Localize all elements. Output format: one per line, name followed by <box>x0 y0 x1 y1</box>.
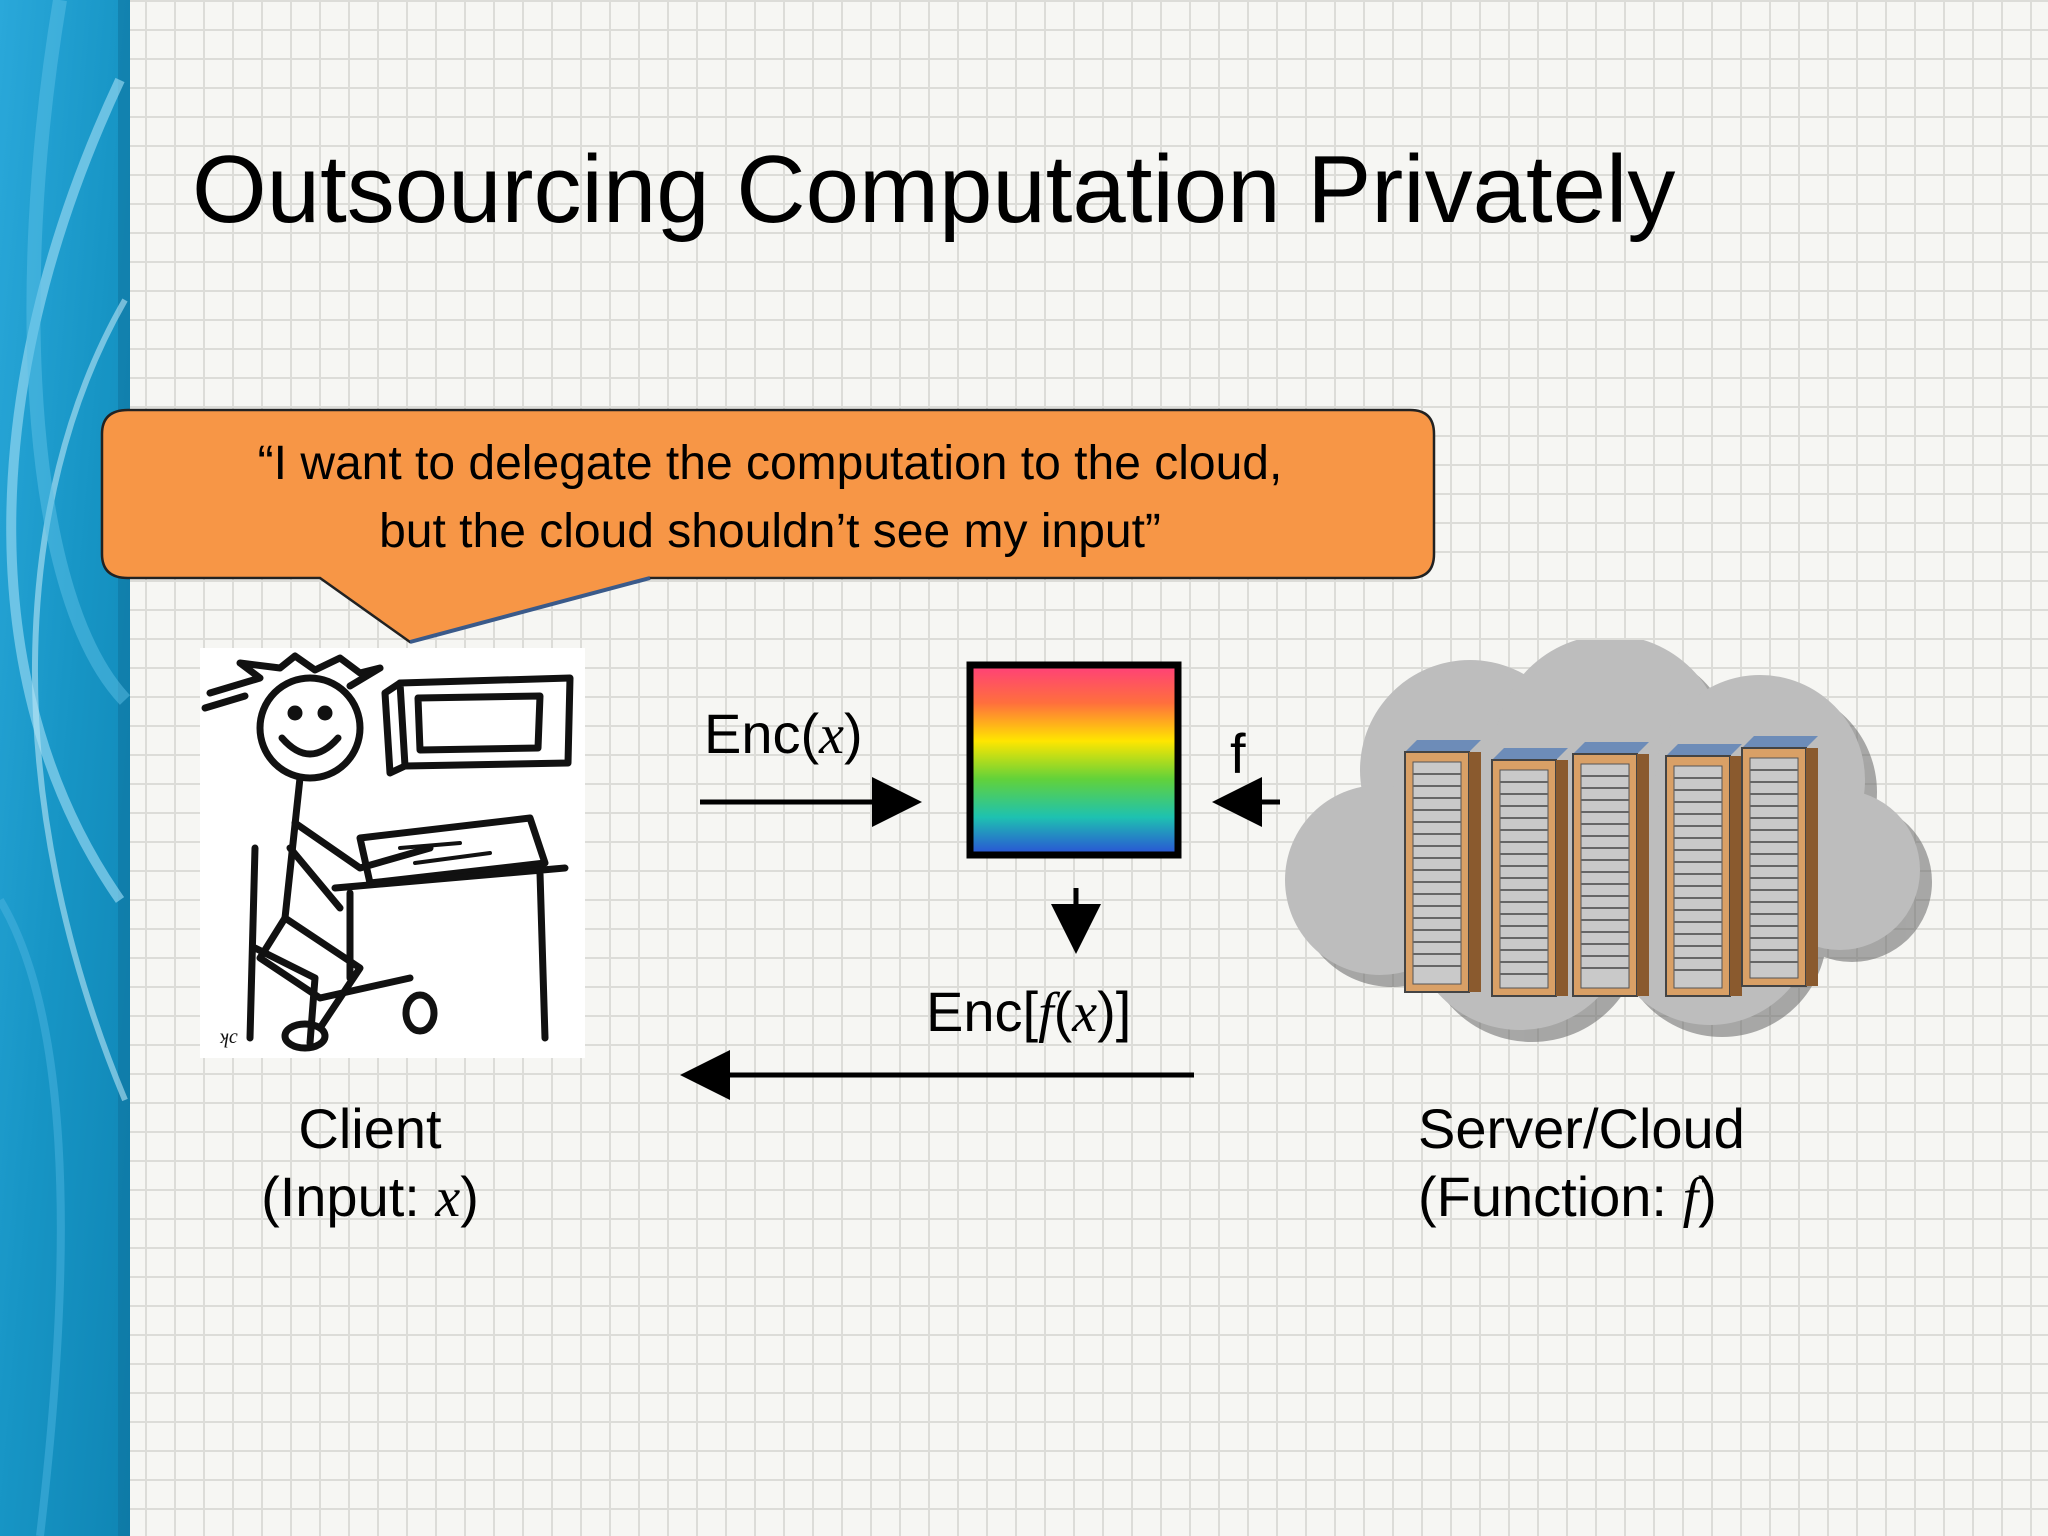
server-function-var: f <box>1682 1167 1699 1229</box>
f-label: f <box>1230 722 1246 785</box>
enc-x-label: Enc(x) <box>704 700 863 769</box>
enc-x-var: x <box>819 704 845 766</box>
speech-line-1: “I want to delegate the computation to t… <box>257 437 1283 490</box>
enc-fx-func: f <box>1038 982 1054 1044</box>
server-name: Server/Cloud <box>1418 1097 1745 1160</box>
enc-fx-var: x <box>1072 982 1098 1044</box>
server-function: (Function: f) <box>1418 1163 1745 1232</box>
client-input-suffix: ) <box>460 1165 479 1228</box>
stick-figure-at-computer-icon: ʞc <box>200 648 585 1058</box>
enc-x-suffix: ) <box>844 702 863 765</box>
speech-line-2: but the cloud shouldn’t see my input” <box>379 505 1161 558</box>
server-label: Server/Cloud (Function: f) <box>1418 1095 1745 1232</box>
enc-fx-label: Enc[f(x)] <box>926 978 1131 1047</box>
client-label: Client (Input: x) <box>200 1095 540 1232</box>
svg-text:ʞc: ʞc <box>219 1026 238 1048</box>
cloud-icon <box>1285 640 1932 1042</box>
speech-bubble-text: “I want to delegate the computation to t… <box>120 430 1420 566</box>
enc-fx-suffix: )] <box>1097 980 1132 1043</box>
enc-x-prefix: Enc( <box>704 702 820 765</box>
client-input-prefix: (Input: <box>261 1165 436 1228</box>
enc-fx-open: ( <box>1053 980 1073 1043</box>
client-input: (Input: x) <box>200 1163 540 1232</box>
rainbow-gradient-box-icon <box>966 661 1182 859</box>
speech-bubble <box>100 408 1436 644</box>
client-input-var: x <box>435 1167 461 1229</box>
left-decorative-band <box>0 0 130 1536</box>
server-function-prefix: (Function: <box>1418 1165 1683 1228</box>
band-swoosh-icon <box>0 0 130 1536</box>
client-name: Client <box>298 1097 442 1160</box>
server-function-suffix: ) <box>1698 1165 1717 1228</box>
server-rack-icon <box>1404 736 1818 997</box>
enc-fx-prefix: Enc[ <box>926 980 1039 1043</box>
slide-title: Outsourcing Computation Privately <box>192 136 1676 243</box>
